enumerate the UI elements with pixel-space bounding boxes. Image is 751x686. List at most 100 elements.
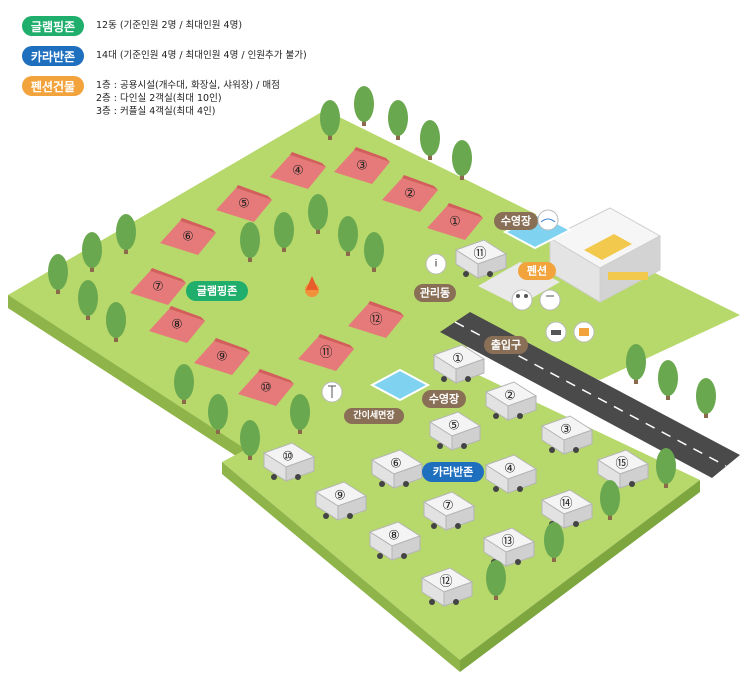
pension-building — [548, 207, 662, 303]
tree-icon — [274, 212, 294, 252]
caravan-number: ④ — [504, 462, 516, 477]
tent-3: ③ — [334, 147, 390, 184]
pool-bottom — [369, 368, 431, 402]
caravan-number: ⑨ — [334, 489, 346, 504]
label-glamping-zone-text: 글램핑존 — [197, 284, 237, 298]
caravan-3: ③ — [540, 415, 594, 455]
caravan-number: ⑫ — [439, 575, 452, 590]
caravan-number: ⑮ — [615, 457, 628, 472]
tree-icon — [240, 222, 260, 262]
tree-icon — [658, 360, 678, 400]
label-pension: 펜션 — [518, 262, 556, 280]
tent-number: ⑦ — [152, 280, 164, 295]
tree-icon — [78, 280, 98, 320]
tent-number: ⑨ — [216, 350, 228, 365]
caravan-number: ⑪ — [473, 247, 486, 262]
caravan-number: ⑤ — [448, 419, 460, 434]
label-glamping-zone: 글램핑존 — [186, 281, 248, 301]
caravan-badge: 카라반존 — [22, 46, 84, 66]
tent-9: ⑨ — [194, 338, 250, 375]
tent-number: ⑥ — [182, 230, 194, 245]
tree-icon — [388, 100, 408, 140]
caravan-number: ① — [452, 352, 464, 367]
tent-number: ④ — [292, 164, 304, 179]
tree-icon — [82, 232, 102, 272]
svg-text:i: i — [435, 259, 438, 270]
tree-icon — [116, 214, 136, 254]
sink-icon — [545, 321, 567, 343]
caravan-number: ③ — [560, 423, 572, 438]
caravan-6: ⑥ — [370, 449, 424, 489]
tree-icon — [656, 448, 676, 488]
label-simple-washroom: 간이세면장 — [344, 408, 404, 424]
lower-grass-edge — [222, 462, 460, 672]
shower-icon — [321, 381, 343, 403]
shower-room-icon — [539, 289, 561, 311]
caravan-number: ⑦ — [442, 499, 454, 514]
caravan-12: ⑫ — [420, 567, 474, 607]
label-caravan-zone-text: 카라반존 — [433, 465, 473, 479]
tree-icon — [420, 120, 440, 160]
tent-5: ⑤ — [216, 185, 272, 222]
tree-icon — [48, 254, 68, 294]
toilet-icon — [511, 289, 533, 311]
trees-layer — [48, 86, 716, 600]
tree-icon — [338, 216, 358, 256]
store-icon — [573, 321, 595, 343]
label-caravan-zone: 카라반존 — [422, 462, 484, 482]
tent-4: ④ — [270, 152, 326, 189]
tree-icon — [626, 344, 646, 384]
caravan-2: ② — [484, 381, 538, 421]
tent-number: ⑤ — [238, 197, 250, 212]
tent-2: ② — [382, 175, 438, 212]
tent-number: ② — [404, 187, 416, 202]
caravan-info: 14대 (기준인원 4명 / 최대인원 4명 / 인원추가 불가) — [96, 50, 307, 61]
tree-icon — [600, 480, 620, 520]
tree-icon — [544, 522, 564, 562]
tree-icon — [696, 378, 716, 418]
legend-caravan: 카라반존 14대 (기준인원 4명 / 최대인원 4명 / 인원추가 불가) — [22, 46, 307, 66]
caravan-number: ⑩ — [282, 450, 294, 465]
caravans-layer: ① ② ③ ④ ⑤ ⑥ ⑦ ⑧ ⑨ ⑩ ⑪ ⑫ ⑬ ⑭ ⑮ — [262, 239, 650, 607]
caravan-number: ⑥ — [390, 457, 402, 472]
label-pool-bottom: 수영장 — [422, 390, 466, 408]
info-icon: i — [425, 253, 447, 275]
road-centerline — [454, 321, 727, 467]
tree-icon — [308, 194, 328, 234]
caravan-8: ⑧ — [368, 521, 422, 561]
caravan-number: ② — [504, 389, 516, 404]
caravan-1: ① — [432, 344, 486, 384]
pension-badge: 펜션건물 — [22, 76, 84, 96]
label-pool-bottom-text: 수영장 — [429, 392, 459, 406]
campfire-icon — [305, 276, 319, 297]
caravan-10: ⑩ — [262, 442, 316, 482]
tent-8: ⑧ — [149, 306, 205, 343]
caravan-number: ⑬ — [501, 535, 514, 550]
label-management: 관리동 — [414, 284, 456, 302]
tree-icon — [106, 302, 126, 342]
caravan-14: ⑭ — [540, 489, 594, 529]
tent-number: ③ — [356, 159, 368, 174]
upper-grass-edge — [8, 295, 250, 465]
caravan-13: ⑬ — [482, 527, 536, 567]
swimmer-icon — [537, 209, 559, 231]
tree-icon — [290, 394, 310, 434]
glamping-badge: 글램핑존 — [22, 16, 84, 36]
tree-icon — [208, 394, 228, 434]
label-pension-text: 펜션 — [527, 264, 547, 278]
label-entrance: 출입구 — [484, 336, 528, 354]
tent-1: ① — [427, 203, 483, 240]
tent-6: ⑥ — [160, 218, 216, 255]
glamping-info: 12동 (기준인원 2명 / 최대인원 4명) — [96, 20, 243, 31]
tent-number: ⑩ — [260, 381, 272, 396]
pension-floor-2: 2층 : 다인실 2객실(최대 10인) — [96, 93, 222, 104]
tree-icon — [240, 420, 260, 460]
caravan-number: ⑧ — [388, 529, 400, 544]
tree-icon — [320, 100, 340, 140]
tent-10: ⑩ — [238, 369, 294, 406]
caravan-9: ⑨ — [314, 481, 368, 521]
tree-icon — [354, 86, 374, 126]
caravan-7: ⑦ — [422, 491, 476, 531]
tree-icon — [486, 560, 506, 600]
